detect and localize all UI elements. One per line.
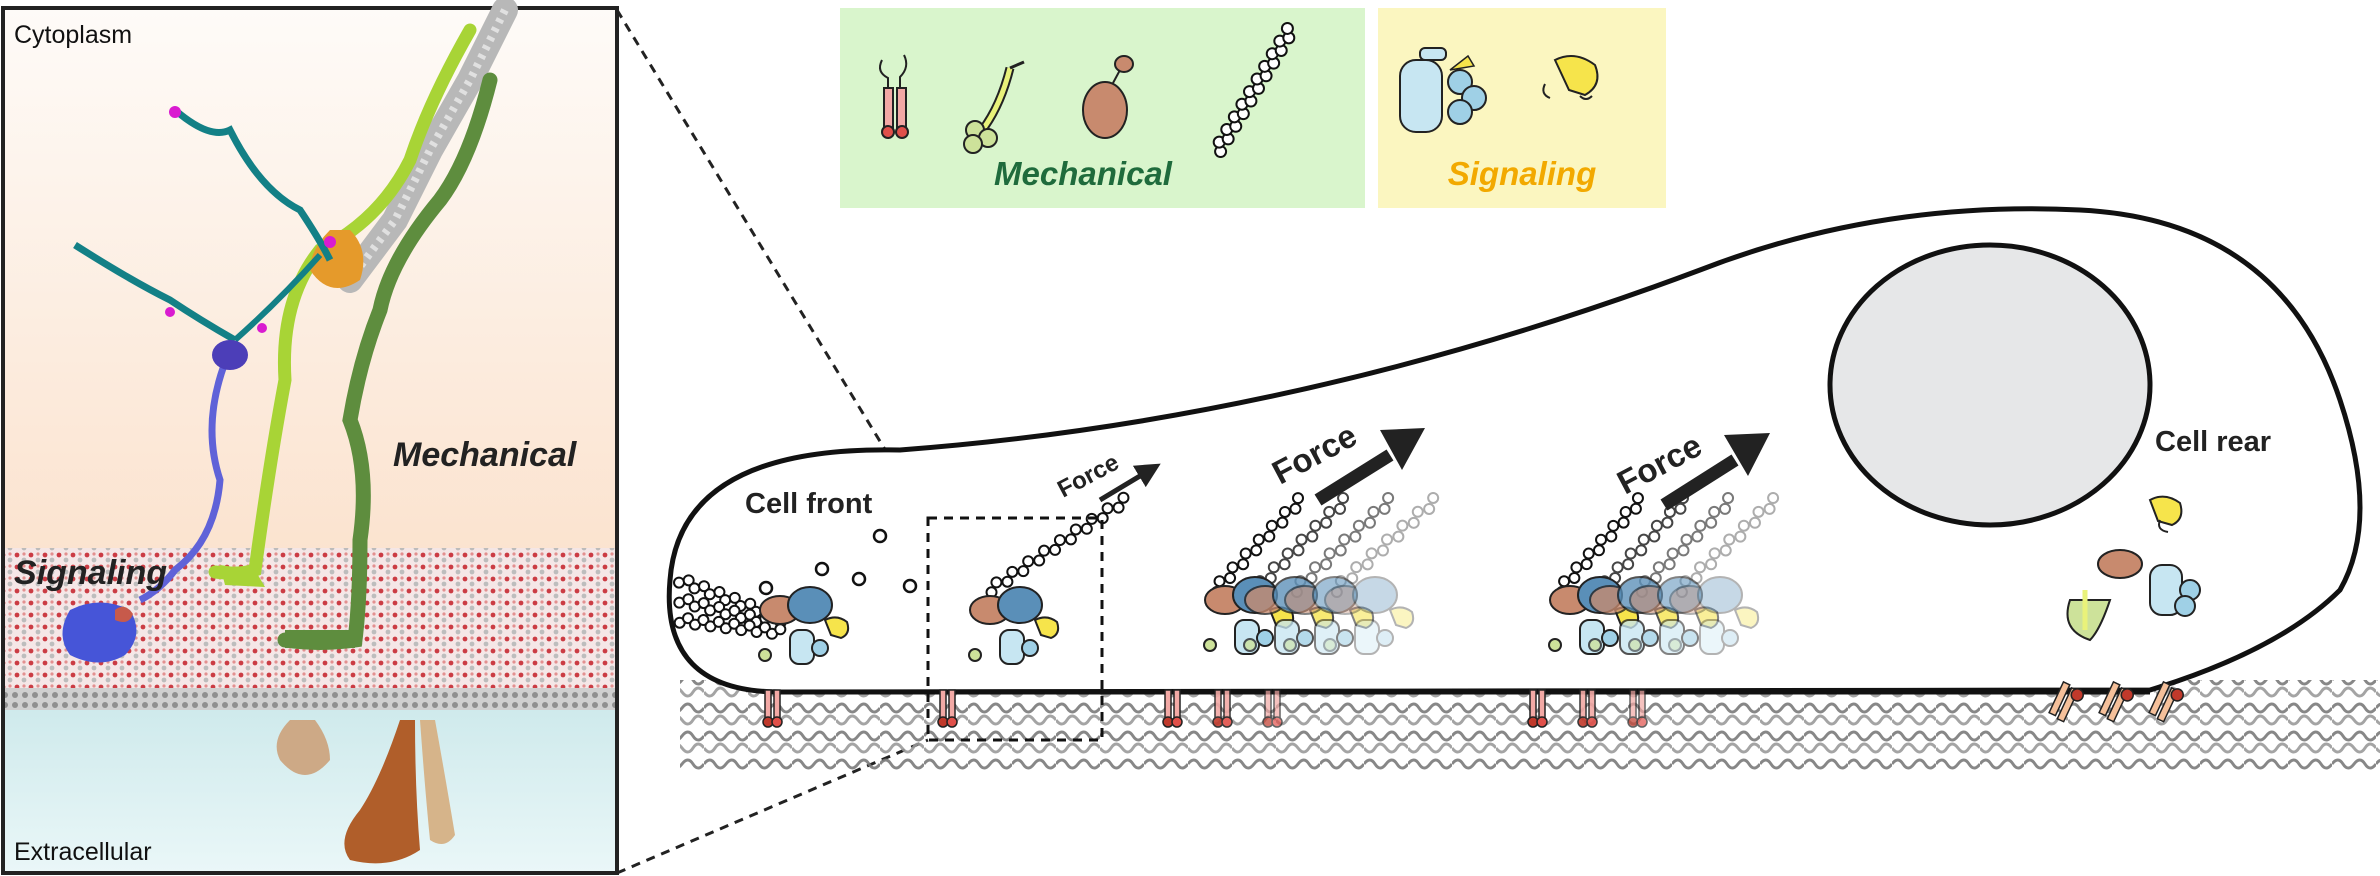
legend: Mechanical Signaling <box>840 8 1666 208</box>
rear-proteins <box>2066 495 2201 642</box>
zoom-line-bottom <box>616 738 929 875</box>
integrin-beige <box>276 720 330 775</box>
legend-mechanical-label: Mechanical <box>994 155 1173 192</box>
vinculin-chain-dark <box>277 72 498 650</box>
legend-signaling-label: Signaling <box>1448 155 1597 192</box>
force-arrow-1 <box>1098 463 1161 503</box>
mechanical-molecular-label: Mechanical <box>393 436 578 474</box>
actin-bundles <box>673 491 1780 640</box>
extracellular-label: Extracellular <box>14 838 152 866</box>
force-arrow-2 <box>1314 428 1425 506</box>
zoom-box <box>926 516 1104 742</box>
rear-integrins <box>2048 680 2184 723</box>
cell-rear-label: Cell rear <box>2155 426 2271 458</box>
integrin-brown <box>344 720 420 864</box>
talin-chain-light <box>208 23 477 580</box>
nucleus <box>1827 242 2153 528</box>
zoom-line-top <box>615 9 930 521</box>
teal-chain-3 <box>233 253 323 343</box>
adaptor-icon <box>1542 55 1599 100</box>
teal-chain-1 <box>172 107 334 262</box>
teal-chain-2 <box>73 242 237 344</box>
force-arrow-3 <box>1660 433 1770 511</box>
integrin-icon <box>879 54 909 139</box>
cell-front-label: Cell front <box>745 488 873 520</box>
signaling-molecular-label: Signaling <box>14 554 167 592</box>
cell-schematic: Force Force Force Cell front Cell rear <box>666 206 2380 770</box>
talin-icon <box>963 60 1025 154</box>
cytoplasm-label: Cytoplasm <box>14 21 132 49</box>
vinculin-icon <box>1082 55 1134 139</box>
adhesion-clusters <box>758 576 1760 728</box>
kinase-icon <box>1399 47 1487 133</box>
actin-icon <box>1212 21 1296 159</box>
left-panel: Cytoplasm Extracellular Mechanical Signa… <box>1 0 619 875</box>
blue-chain <box>138 348 234 604</box>
